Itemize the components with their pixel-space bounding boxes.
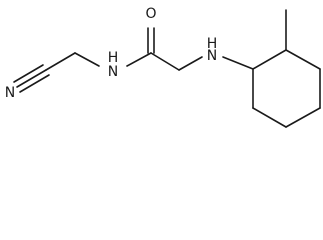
cyclohexane-ring	[252, 49, 321, 128]
chemical-structure: N H N O H N	[5, 6, 321, 128]
carbonyl-o-label: O	[145, 6, 156, 22]
nitrile-n-label: N	[5, 85, 15, 101]
bond-ch2-to-amide-n	[74, 52, 100, 67]
amine-n-label: N	[207, 48, 217, 64]
amide-n-label: N	[108, 64, 118, 80]
bond-amide-n-to-carbonyl-c	[126, 52, 152, 67]
amine-h-label: H	[207, 36, 218, 52]
nitrile-triple-bond	[13, 64, 50, 93]
carbonyl-double-bond	[147, 27, 155, 54]
bond-nitrile-c-to-ch2	[45, 52, 76, 71]
bond-amine-n-to-ring	[222, 56, 254, 70]
amide-h-label: H	[108, 50, 119, 66]
bond-ch2-to-amine-n	[178, 56, 203, 71]
bond-carbonyl-c-to-ch2	[150, 52, 180, 71]
